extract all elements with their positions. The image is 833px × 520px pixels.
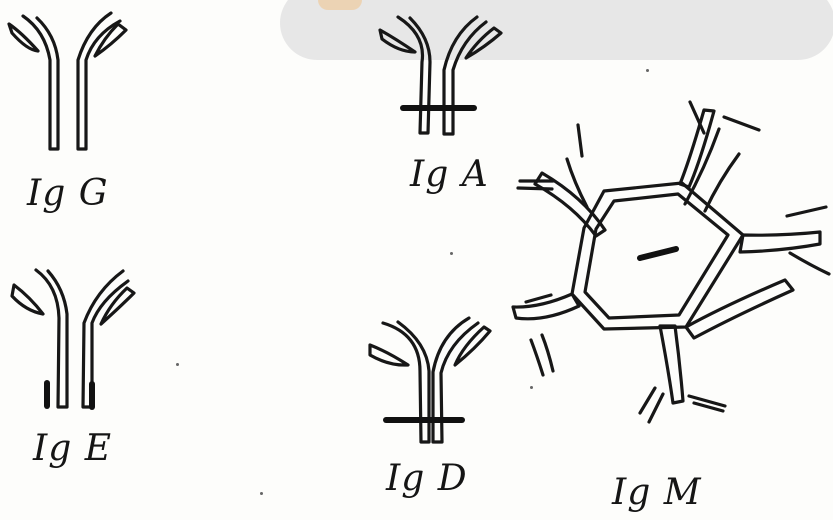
- igm-joining-chain: [637, 246, 679, 261]
- ige-light-chain-right: [99, 286, 136, 326]
- igd-heavy-chain-left: [381, 320, 431, 444]
- igg-antibody: [7, 11, 128, 151]
- igm-arm-right: [738, 230, 822, 254]
- igm-arm-bottom-left-2: [647, 392, 665, 424]
- igm-center-ring: [570, 181, 745, 331]
- iga-heavy-chain-right: [442, 15, 488, 136]
- igd-light-chain-left: [368, 343, 410, 367]
- paper-dot: [530, 386, 533, 389]
- igm-arm-top-left-up: [565, 157, 589, 209]
- igg-heavy-chain-left: [21, 14, 60, 151]
- igm-label: Ig M: [612, 472, 702, 513]
- igd-label: Ig D: [386, 458, 468, 499]
- igd-antibody: [368, 316, 492, 444]
- ige-heavy-chain-right: [81, 269, 130, 409]
- igm-arm-top-left-up-2: [576, 123, 584, 158]
- iga-heavy-chain-left: [396, 15, 432, 135]
- igm-arm-bottom-right: [687, 394, 727, 408]
- igm-arm-right-lower: [788, 251, 831, 276]
- igm-arm-right-top: [703, 152, 741, 213]
- igm-arm-left-lower: [540, 333, 555, 373]
- igd-light-chain-right: [453, 325, 492, 367]
- igm-arm-top-left: [533, 171, 607, 238]
- igm-arm-bottom-left: [638, 386, 657, 415]
- paper-dot: [450, 252, 453, 255]
- igm-arm-top-middle-right: [722, 115, 761, 132]
- igg-label: Ig G: [27, 173, 109, 214]
- igm-arm-right-bottom: [684, 278, 795, 340]
- ige-label: Ig E: [33, 428, 112, 469]
- igg-light-chain-left: [7, 22, 40, 53]
- iga-label: Ig A: [410, 154, 489, 195]
- igm-arm-left-upper: [524, 293, 553, 304]
- iga-light-chain-left: [378, 28, 417, 54]
- igd-heavy-chain-right: [431, 316, 480, 444]
- igm-arm-top-middle: [678, 108, 716, 189]
- paper-dot: [176, 363, 179, 366]
- background-smudge: [280, 0, 833, 60]
- igm-arm-left: [511, 292, 581, 321]
- iga-antibody: [378, 15, 503, 136]
- ige-heavy-chain-left: [34, 268, 69, 409]
- paper-dot: [260, 492, 263, 495]
- igg-light-chain-right: [93, 22, 128, 58]
- igm-arm-top-middle-left: [688, 100, 706, 135]
- igm-arm-top-middle-down: [683, 127, 721, 206]
- igm-center-ring-inner: [583, 192, 730, 320]
- igm-arm-bottom: [658, 324, 685, 405]
- ige-light-chain-left: [10, 283, 45, 316]
- igm-arm-left-lower-2: [529, 338, 545, 377]
- igm-arm-right-upper: [785, 205, 828, 218]
- ige-antibody: [10, 268, 136, 410]
- igm-arm-top-left-light-2: [516, 186, 554, 191]
- background-smudge-accent: [318, 0, 362, 10]
- paper-dot: [646, 69, 649, 72]
- igg-heavy-chain-right: [76, 11, 122, 151]
- iga-light-chain-right: [464, 26, 503, 60]
- igm-antibody: [511, 100, 831, 424]
- igm-arm-bottom-right-2: [692, 401, 725, 413]
